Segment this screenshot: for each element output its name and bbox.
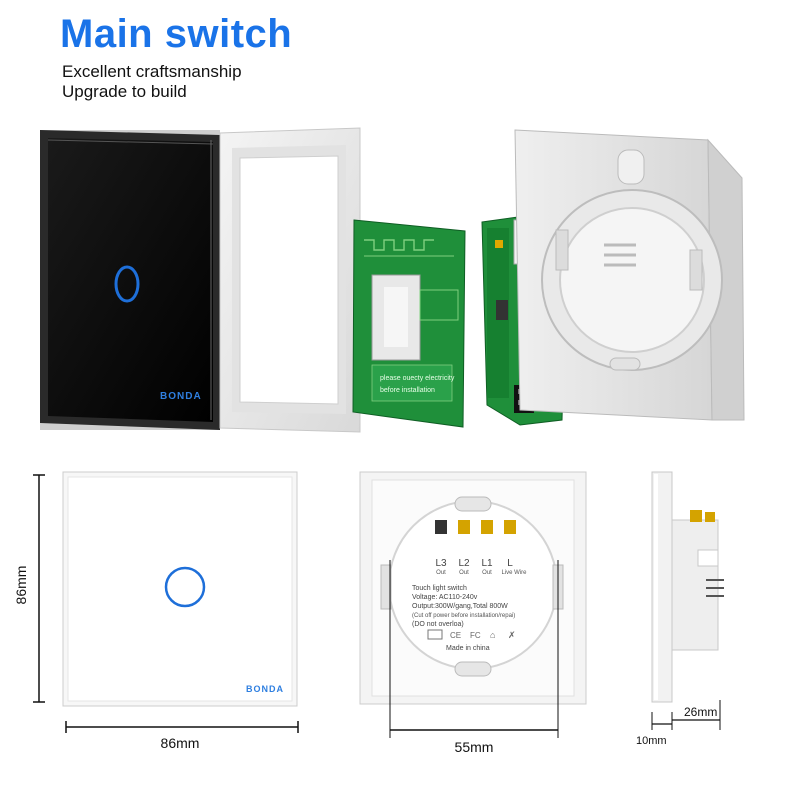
terminal-l2: L2 (458, 558, 470, 569)
touch-ring-icon (114, 265, 140, 303)
dimension-side-depth: 26mm (671, 700, 721, 730)
terminal-l-sub: Live Wire (501, 570, 527, 576)
dimension-front-height: 86mm (13, 474, 45, 703)
terminal-l2-sub: Out (459, 570, 469, 576)
page-title: Main switch (60, 12, 293, 56)
made-in-label: Made in china (446, 645, 490, 652)
dimension-front-width: 86mm (65, 721, 299, 751)
side-thickness-label: 10mm (636, 735, 667, 747)
side-depth-label: 26mm (684, 705, 717, 719)
front-view: BONDA (62, 471, 298, 707)
pcb-warning-line-1: please ouecty electricity (380, 375, 455, 382)
subtitle-line-1: Excellent craftsmanship (62, 62, 242, 81)
terminal-l1: L1 (481, 558, 493, 569)
front-width-label: 86mm (161, 735, 200, 751)
front-height-label: 86mm (13, 566, 29, 605)
weee-mark-icon: ✗ (508, 630, 516, 640)
terminal-l: L (507, 558, 513, 569)
terminal-l1-sub: Out (482, 570, 492, 576)
spec-line-4: (Cut off power before installation/repai… (412, 613, 515, 619)
spec-line-3: Output:300W/gang,Total 800W (412, 603, 508, 610)
spec-line-5: (DO not overloa) (412, 621, 464, 628)
dimension-side-thickness: 10mm (636, 712, 672, 747)
dimension-back-width: 55mm (389, 560, 559, 755)
rohs-mark-icon (427, 629, 443, 640)
back-mounting-box (514, 129, 745, 421)
side-view (651, 471, 724, 703)
touch-ring-icon-front (164, 566, 206, 608)
white-frame (219, 127, 361, 433)
back-width-label: 55mm (455, 739, 494, 755)
brand-logo-white: BONDA (246, 684, 284, 694)
spec-line-1: Touch light switch (412, 585, 467, 592)
pcb-warning-line-2: before installation (380, 387, 435, 394)
brand-logo-dark: BONDA (160, 391, 202, 402)
ce-mark-icon: CE (450, 631, 461, 640)
subtitle-line-2: Upgrade to build (62, 82, 187, 101)
terminal-l3-sub: Out (436, 570, 446, 576)
touch-pcb-board: please ouecty electricity before install… (352, 219, 466, 428)
home-mark-icon: ⌂ (490, 630, 495, 640)
fc-mark-icon: FC (470, 631, 481, 640)
black-glass-panel: BONDA (40, 130, 220, 430)
back-view: L3 L2 L1 L Out Out Out Live Wire Touch l… (359, 471, 587, 705)
terminal-l3: L3 (435, 558, 447, 569)
spec-line-2: Voltage: AC110-240v (412, 594, 478, 601)
